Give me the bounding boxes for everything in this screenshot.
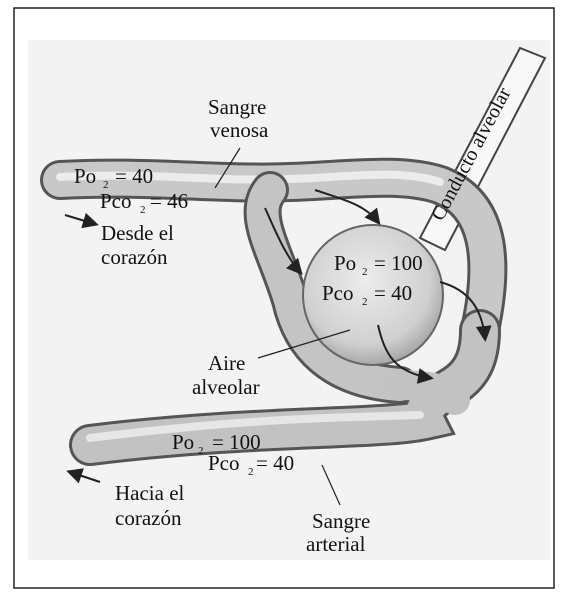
label-art-po2: Po	[172, 430, 194, 454]
label-alv-po2-sub: 2	[362, 266, 368, 278]
label-aire-1: Aire	[208, 351, 245, 375]
label-alv-pco2-value: = 40	[374, 281, 412, 305]
label-sangre-venosa-1: Sangre	[208, 95, 266, 119]
label-alv-po2-value: = 100	[374, 251, 423, 275]
label-venous-pco2-sub: 2	[140, 204, 146, 216]
label-hacia-1: Hacia el	[115, 481, 185, 505]
label-art-pco2-value: = 40	[256, 451, 294, 475]
label-art-pco2: Pco	[208, 451, 240, 475]
label-desde-1: Desde el	[101, 221, 174, 245]
label-sangre-arterial-2: arterial	[306, 532, 366, 556]
label-alv-po2: Po	[334, 251, 356, 275]
label-venous-pco2-value: = 46	[150, 189, 188, 213]
label-aire-2: alveolar	[192, 375, 260, 399]
label-hacia-2: corazón	[115, 506, 182, 530]
label-venous-po2: Po	[74, 164, 96, 188]
label-alv-pco2-sub: 2	[362, 296, 368, 308]
label-sangre-arterial-1: Sangre	[312, 509, 370, 533]
label-art-po2-sub: 2	[198, 445, 204, 457]
label-alv-pco2: Pco	[322, 281, 354, 305]
label-desde-2: corazón	[101, 245, 168, 269]
label-venous-po2-value: = 40	[115, 164, 153, 188]
label-art-pco2-sub: 2	[248, 466, 254, 478]
label-venous-pco2: Pco	[100, 189, 132, 213]
label-sangre-venosa-2: venosa	[210, 118, 269, 142]
